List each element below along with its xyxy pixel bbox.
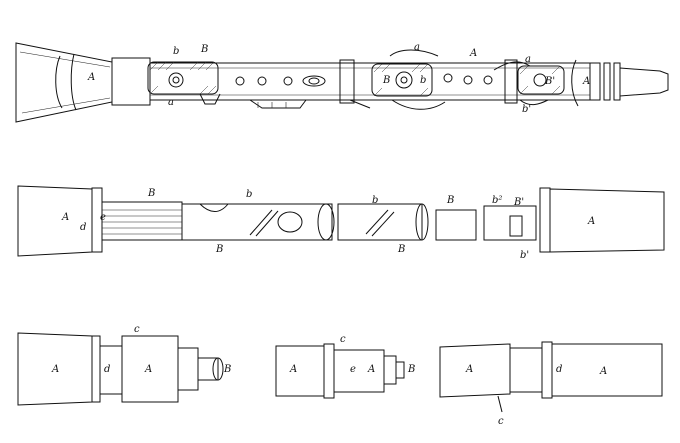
- label: d: [104, 364, 110, 375]
- label: b: [372, 195, 378, 206]
- mouthpiece: [619, 67, 669, 97]
- label: e: [100, 212, 106, 223]
- label: A: [144, 364, 152, 375]
- label: A: [61, 212, 69, 223]
- label: A: [289, 364, 297, 375]
- label: A: [367, 364, 375, 375]
- label: B: [382, 75, 390, 86]
- window-left: [147, 61, 219, 95]
- label: a: [525, 54, 531, 65]
- label: b': [520, 250, 529, 261]
- label: A: [87, 72, 95, 83]
- label: b: [173, 46, 179, 57]
- label: c: [340, 334, 346, 345]
- label: b: [420, 75, 426, 86]
- label: B: [223, 364, 231, 375]
- label: b²: [492, 195, 502, 206]
- bell-collar: [111, 57, 151, 106]
- label: B': [544, 76, 555, 87]
- bell: [15, 42, 113, 123]
- label: b: [246, 189, 252, 200]
- label: d: [556, 364, 562, 375]
- label: B: [147, 188, 155, 199]
- label: B: [407, 364, 415, 375]
- window-right: [517, 65, 565, 95]
- label: d: [80, 222, 86, 233]
- label: c: [498, 416, 504, 427]
- label: A: [51, 364, 59, 375]
- window-middle: [371, 63, 433, 97]
- label: a: [168, 97, 174, 108]
- label: A: [599, 366, 607, 377]
- label: B: [200, 44, 208, 55]
- label: e: [350, 364, 356, 375]
- figure-2-exploded-view: A B b d e B b B B b² B' A b': [17, 185, 665, 261]
- label: A: [465, 364, 473, 375]
- label: B: [446, 195, 454, 206]
- figure-1-assembled-clarinet: A b B a a A B b a B' A b': [15, 42, 669, 123]
- label: B': [513, 197, 524, 208]
- label: c: [134, 324, 140, 335]
- label: a: [414, 42, 420, 53]
- label: A: [469, 48, 477, 59]
- label: A: [587, 216, 595, 227]
- label: B: [215, 244, 223, 255]
- label: b': [522, 104, 531, 115]
- label: B: [397, 244, 405, 255]
- label: A: [582, 76, 590, 87]
- figure-3-joint-details: A c d A B A c e A B A A d c: [17, 324, 663, 427]
